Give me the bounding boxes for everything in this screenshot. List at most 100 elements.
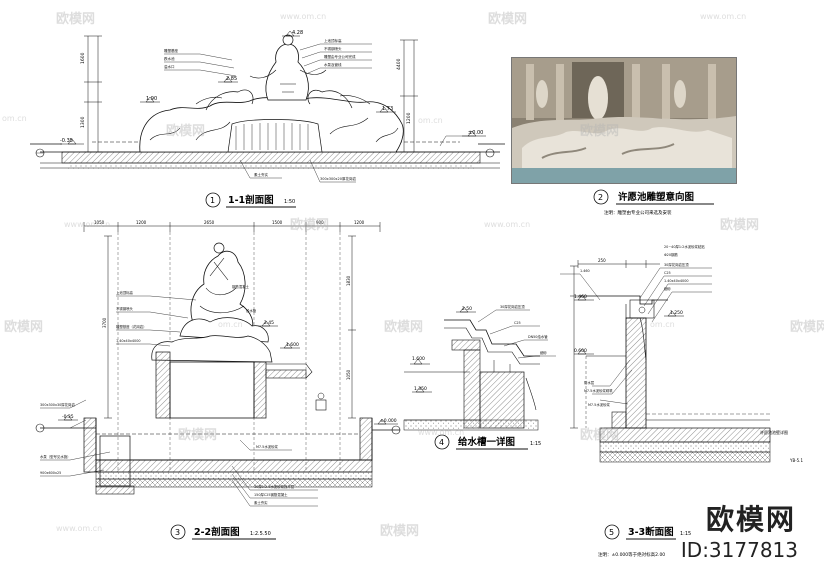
- dim-right-1: 4400: [396, 58, 402, 70]
- watermark-site: om.cn: [218, 320, 243, 329]
- section-3-title: 3-3断面图: [628, 526, 674, 538]
- footer-note: 注明：±0.000等于绝对标高2.00: [598, 551, 665, 558]
- dim-top-6: 1200: [354, 220, 365, 225]
- dim-top-2: 1200: [136, 220, 147, 225]
- svg-text:给水管: 给水管: [246, 308, 257, 313]
- watermark-logo: 欧模网: [720, 218, 760, 233]
- section-1-1: 4.28 2.85 1.90 1.73 -0.35 ±0.00 1600 130…: [30, 30, 505, 208]
- photo-title: 许愿池雕塑意向图: [618, 191, 694, 203]
- svg-text:雕塑由专业公司完成: 雕塑由专业公司完成: [324, 54, 356, 59]
- statue-2: [190, 250, 254, 333]
- dim-right-2: 1200: [406, 112, 412, 124]
- svg-text:30厚花岗岩压顶: 30厚花岗岩压顶: [664, 262, 689, 267]
- watermark-logo: 欧模网: [384, 320, 424, 335]
- watermark-logo: 欧模网: [166, 124, 206, 139]
- dim-33-1: 250: [598, 258, 606, 263]
- elev-j: 1.350: [414, 386, 427, 392]
- svg-text:300x300x30厚花岗岩: 300x300x30厚花岗岩: [40, 402, 75, 407]
- svg-text:水泵（型号见水施）: 水泵（型号见水施）: [40, 454, 71, 459]
- elev-neg: -0.35: [60, 138, 73, 144]
- svg-text:C25: C25: [664, 271, 671, 275]
- section-1-title: 1-1剖面图: [228, 194, 274, 206]
- elev-i: 0.600: [574, 348, 587, 354]
- svg-text:素土夯实: 素土夯实: [254, 172, 268, 177]
- watermark-logo: 欧模网: [380, 524, 420, 539]
- svg-text:细砂: 细砂: [664, 286, 671, 291]
- svg-text:DN50给水管: DN50给水管: [528, 334, 548, 339]
- watermark-site: www.om.cn: [64, 220, 111, 229]
- elev-f: 2.50: [462, 306, 472, 312]
- watermark-logo: 欧模网: [580, 428, 620, 443]
- svg-text:M7.5水泥砂浆: M7.5水泥砂浆: [588, 402, 610, 407]
- section-2-number: 3: [175, 528, 180, 537]
- watermark-site: om.cn: [418, 116, 443, 125]
- section-3-scale: 1:15: [680, 531, 691, 537]
- section-1-scale: 1:50: [284, 199, 295, 205]
- dim-r-3: 1050: [346, 369, 351, 380]
- watermark-site: www.om.cn: [484, 220, 531, 229]
- dim-l-1: 3700: [102, 317, 107, 328]
- elev-g2: 1.600: [412, 356, 425, 362]
- watermark-logo: 欧模网: [178, 428, 218, 443]
- elev-g: 1.600: [286, 342, 299, 348]
- statue-figure: [265, 43, 309, 101]
- svg-text:细砂: 细砂: [540, 350, 547, 355]
- dim-top-3: 2650: [204, 220, 215, 225]
- sheet-no: YB-5.1: [789, 458, 803, 463]
- watermark-logo: 欧模网: [790, 320, 824, 335]
- svg-text:900x600x25: 900x600x25: [40, 471, 61, 475]
- elev-zero: ±0.00: [468, 130, 483, 136]
- svg-text:雕塑基座（花岗岩）: 雕塑基座（花岗岩）: [116, 324, 147, 329]
- watermark-logo: 欧模网: [4, 320, 44, 335]
- detail-4-number: 4: [439, 438, 444, 447]
- section-3-number: 5: [609, 528, 614, 537]
- basin-slab: [61, 151, 481, 164]
- section-2-title: 2-2剖面图: [194, 526, 240, 538]
- watermark-logo: 欧模网: [488, 12, 528, 27]
- elev-neg-2: -0.35: [62, 414, 74, 420]
- watermark-site: www.om.cn: [418, 428, 465, 437]
- section-2-scale: 1:2.5.50: [250, 531, 271, 537]
- dim-left-2: 1300: [80, 116, 86, 128]
- elev-zero-2: ±0.000: [380, 418, 397, 424]
- elev-c: 1.73: [382, 106, 393, 112]
- detail-4-scale: 1:15: [530, 441, 541, 447]
- dim-left-1: 1600: [80, 52, 86, 64]
- svg-text:1.40x40x4000: 1.40x40x4000: [116, 339, 141, 343]
- brand-name: 欧模网: [705, 503, 796, 536]
- svg-text:30厚1:2.5水泥砂浆找平层: 30厚1:2.5水泥砂浆找平层: [254, 484, 295, 489]
- svg-text:不锈钢喷头: 不锈钢喷头: [324, 46, 342, 51]
- inner-wall: [169, 361, 255, 419]
- section-2-2: 1050 1200 2650 1500 900 1200: [35, 220, 401, 540]
- svg-text:水泵及管线: 水泵及管线: [324, 62, 342, 67]
- watermark-site: www.om.cn: [280, 12, 327, 21]
- svg-text:跌水池: 跌水池: [164, 56, 175, 61]
- elev-l: 1.250: [670, 310, 683, 316]
- dim-top-1: 1050: [94, 220, 105, 225]
- svg-text:防水层: 防水层: [584, 380, 595, 385]
- svg-text:不锈钢喷头: 不锈钢喷头: [116, 306, 134, 311]
- svg-text:150厚C25钢筋混凝土: 150厚C25钢筋混凝土: [254, 492, 288, 497]
- basin-floor: [95, 459, 373, 473]
- svg-text:C25: C25: [514, 321, 521, 325]
- svg-text:素土夯实: 素土夯实: [254, 500, 268, 505]
- svg-text:1.460: 1.460: [580, 269, 590, 273]
- watermark-logo: 欧模网: [580, 124, 620, 139]
- detail-4-title: 给水槽一详图: [458, 436, 515, 448]
- svg-text:20~40厚1:2水泥砂浆粘贴: 20~40厚1:2水泥砂浆粘贴: [664, 244, 705, 249]
- elev-top: 4.28: [292, 30, 303, 36]
- trough-wall: [479, 371, 525, 429]
- svg-text:上池顶标高: 上池顶标高: [116, 290, 134, 295]
- svg-text:M7.5水泥砂浆砌筑: M7.5水泥砂浆砌筑: [584, 388, 613, 393]
- watermark-logo: 欧模网: [56, 12, 96, 27]
- elev-a: 2.85: [226, 76, 237, 82]
- svg-text:30厚花岗岩压顶: 30厚花岗岩压顶: [500, 304, 525, 309]
- section-1-number: 1: [210, 196, 215, 205]
- photo-number: 2: [598, 193, 603, 202]
- watermark-site: om.cn: [650, 320, 675, 329]
- watermark-site: www.om.cn: [56, 524, 103, 533]
- svg-text:1.40x40x4000: 1.40x40x4000: [664, 279, 689, 283]
